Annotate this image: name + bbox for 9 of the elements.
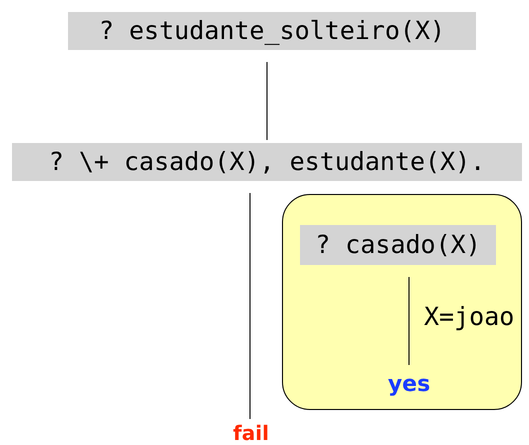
edge-label: X=joao (423, 304, 516, 328)
result-text: yes (384, 368, 434, 400)
connector-line (408, 276, 410, 366)
subproof-box (282, 194, 522, 410)
query-box: ? casado(X) (300, 225, 496, 265)
query-box: ? estudante_solteiro(X) (68, 12, 476, 50)
query-box: ? \+ casado(X), estudante(X). (12, 143, 522, 181)
result-text: fail (226, 422, 276, 444)
connector-line (266, 62, 268, 140)
